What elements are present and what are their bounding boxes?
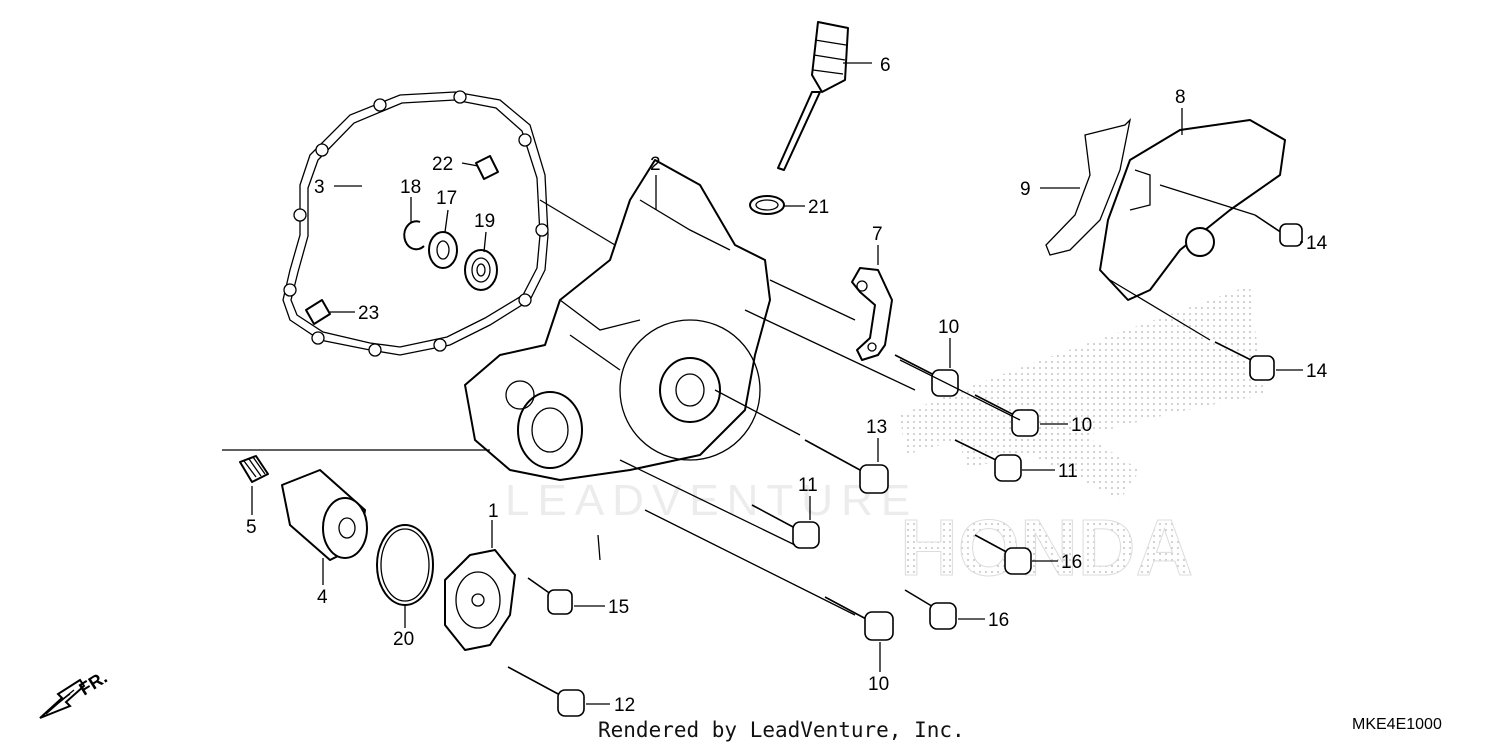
- diagram-code: MKE4E1000: [1352, 716, 1442, 733]
- snap-ring: [403, 220, 425, 251]
- brand-watermark: HONDA: [900, 285, 1265, 593]
- callout-2: 2: [650, 154, 661, 175]
- front-label: FR.: [76, 667, 111, 699]
- callout-16-right: 16: [1061, 552, 1082, 573]
- guard-plate: [1099, 119, 1286, 301]
- callout-11-right: 11: [1058, 461, 1078, 482]
- callout-17: 17: [436, 188, 457, 209]
- callout-14-bottom: 14: [1306, 361, 1328, 382]
- callout-15: 15: [608, 597, 629, 618]
- callout-23: 23: [358, 303, 379, 324]
- washer: [428, 231, 458, 269]
- callout-22: 22: [432, 154, 453, 175]
- oil-filter: [281, 469, 368, 561]
- callout-leaders: [251, 62, 1303, 705]
- bolt-11a: [954, 439, 1022, 482]
- dipstick-o-ring: [749, 195, 785, 215]
- spring: [239, 455, 269, 483]
- render-credit: Rendered by LeadVenture, Inc.: [598, 718, 965, 742]
- callout-10-top: 10: [938, 317, 959, 338]
- bolt-15: [527, 577, 573, 615]
- callout-20: 20: [393, 629, 414, 650]
- filter-cover: [444, 549, 516, 651]
- callout-21: 21: [808, 197, 829, 218]
- callout-1: 1: [488, 501, 499, 522]
- bolt-group: [507, 214, 1303, 717]
- leadventure-watermark: LEADVENTURE: [505, 476, 918, 525]
- dowel-pin-22: [475, 155, 499, 180]
- gasket: [282, 90, 549, 357]
- callout-9: 9: [1020, 179, 1031, 200]
- filter-o-ring: [376, 524, 434, 606]
- callout-18: 18: [400, 177, 421, 198]
- callouts: 1 2 3 4 5 6 7 8 9 10 10 10 11 11 12 13 1…: [246, 55, 1328, 716]
- brand-logo-text: HONDA: [900, 503, 1193, 592]
- bolt-11b: [751, 504, 820, 549]
- leader-lines: [222, 184, 1256, 616]
- bolt-10c: [824, 596, 894, 641]
- callout-10-right: 10: [1071, 415, 1092, 436]
- bolt-10a: [894, 354, 959, 397]
- callout-3: 3: [314, 177, 325, 198]
- dowel-pin-23: [305, 299, 331, 325]
- callout-10-bottom: 10: [868, 674, 889, 695]
- front-direction-arrow: FR.: [39, 667, 111, 719]
- callout-11-center: 11: [798, 475, 818, 496]
- gasket-plate: [1045, 118, 1132, 256]
- bolt-14b: [1214, 341, 1275, 381]
- bracket-7: [851, 267, 893, 361]
- callout-8: 8: [1175, 87, 1186, 108]
- bolt-16a: [974, 534, 1032, 575]
- crankcase-cover: [464, 159, 771, 481]
- bolt-14a: [1254, 214, 1303, 247]
- callout-4: 4: [317, 587, 328, 608]
- callout-12: 12: [614, 695, 635, 716]
- callout-5: 5: [246, 517, 257, 538]
- callout-19: 19: [474, 211, 495, 232]
- callout-6: 6: [880, 55, 891, 76]
- oil-dipstick: [777, 21, 849, 171]
- oil-seal: [464, 249, 498, 291]
- callout-13: 13: [866, 417, 887, 438]
- callout-7: 7: [872, 224, 883, 245]
- bolt-13: [804, 439, 889, 494]
- bolt-10b: [974, 394, 1039, 437]
- callout-16-bottom: 16: [988, 610, 1009, 631]
- callout-14-top: 14: [1306, 233, 1328, 254]
- bolt-12: [507, 666, 585, 717]
- bolt-16b: [904, 589, 957, 630]
